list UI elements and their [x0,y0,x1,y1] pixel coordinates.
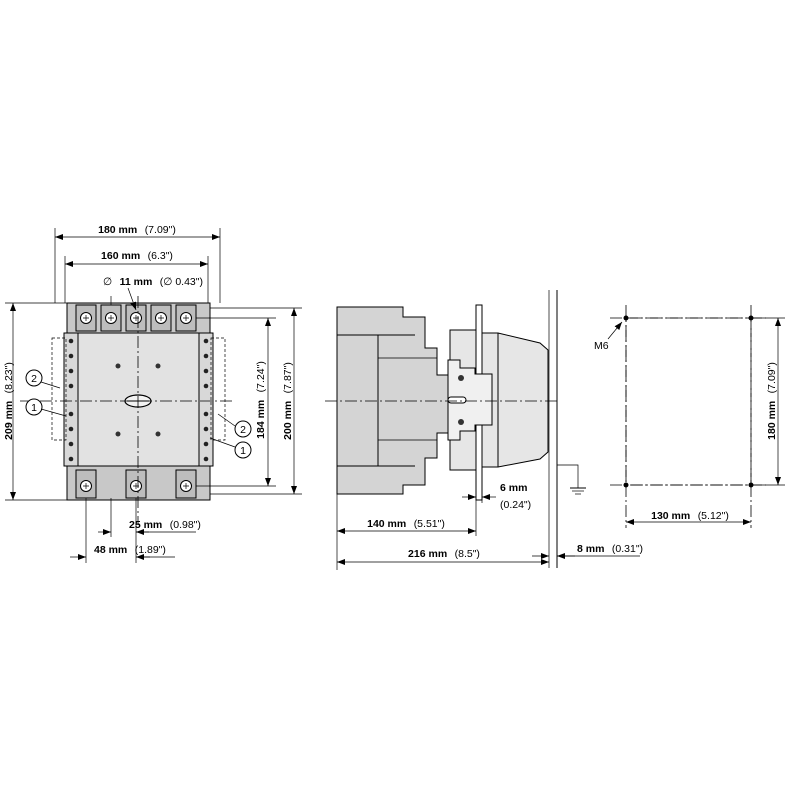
screw-label-m6: M6 [594,340,609,352]
callout-2-left: 2 [25,369,61,389]
right-aux-contact [198,332,214,467]
mounting-hole-rectangle [625,317,752,486]
svg-text:1: 1 [240,445,246,457]
dim-plate-6: 6 mm [500,482,527,494]
top-main-terminals [75,304,197,332]
callout-1-right: 1 [209,437,252,459]
mounting-holes [623,315,754,488]
left-aux-contact [63,332,79,467]
aux-screws [68,338,209,462]
bottom-main-terminals [75,469,197,499]
dim-mount-height-180: 180 mm (7.09") [762,362,779,440]
dim-depth-140: 140 mm (5.51") [367,514,445,531]
dim-plate-6-inch: (0.24") [500,499,531,511]
dim-pitch-25: 25 mm (0.98") [129,515,201,532]
dim-height-184: 184 mm (7.24") [251,361,268,439]
mounting-pattern: M6 180 mm (7.09") 130 mm (5.12") [594,305,785,528]
svg-text:2: 2 [31,373,37,385]
callout-2-right: 2 [217,413,252,438]
ground-symbol [557,464,586,495]
plate-screws [115,363,161,437]
dim-height-200: 200 mm (7.87") [278,362,295,440]
svg-text:1: 1 [31,402,37,414]
front-view: 180 mm (7.09") 160 mm (6.3") ∅ 11 mm (∅ … [0,220,302,563]
dim-pitch-48: 48 mm (1.89") [94,540,166,557]
dim-hole-diameter: ∅ 11 mm (∅ 0.43") [103,272,203,289]
dim-width-180: 180 mm (7.09") [98,220,176,237]
dim-width-160: 160 mm (6.3") [101,246,173,263]
dim-mount-width-130: 130 mm (5.12") [651,506,729,523]
callout-1-left: 1 [25,398,67,417]
side-view: 6 mm (0.24") 140 mm (5.51") 216 mm (8.5"… [325,290,643,570]
dim-height-209: 209 mm (8.23") [0,362,16,440]
dim-clearance-8: 8 mm (0.31") [577,539,643,556]
svg-text:2: 2 [240,424,246,436]
dim-depth-216: 216 mm (8.5") [408,544,480,561]
